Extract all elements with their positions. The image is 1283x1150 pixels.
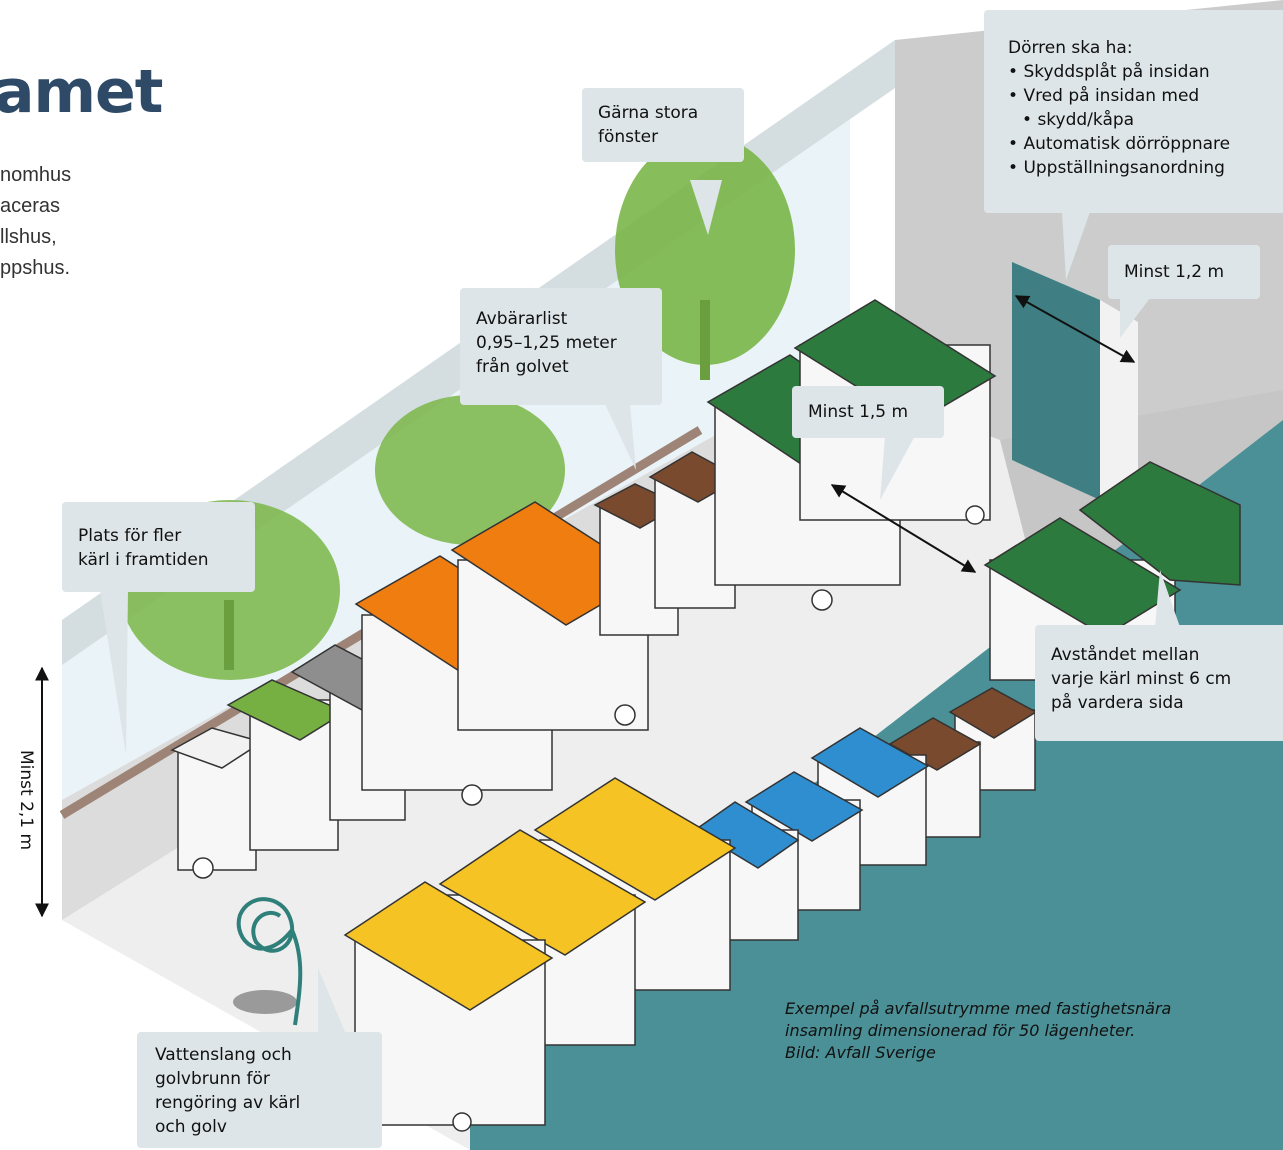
windows-callout: Gärna stora fönster — [582, 88, 744, 162]
door-width-label: Minst 1,2 m — [1124, 262, 1225, 282]
door-requirements-list: Skyddsplåt på insidan Vred på insidan me… — [1008, 60, 1273, 180]
bin-spacing-line: varje kärl minst 6 cm — [1051, 669, 1232, 689]
bin-spacing-line: Avståndet mellan — [1051, 645, 1200, 665]
rail-callout-line: Avbärarlist — [476, 309, 568, 329]
water-hose-icon — [236, 897, 303, 1026]
aisle-width-label: Minst 1,5 m — [808, 402, 909, 422]
bin-spacing-line: på vardera sida — [1051, 693, 1184, 713]
bin-light-green — [226, 679, 347, 851]
door-requirement-item: Uppställningsanordning — [1008, 156, 1273, 180]
hose-pointer — [318, 968, 345, 1032]
spacing-pointer — [1155, 570, 1180, 627]
hose-drain-line: Vattenslang och — [155, 1045, 292, 1065]
aisle-width-arrow — [830, 484, 977, 573]
future-bins-callout: Plats för fler kärl i framtiden — [62, 502, 255, 592]
intro-line: aceras — [0, 195, 61, 217]
future-pointer — [100, 590, 128, 755]
future-bins-line: Plats för fler — [78, 526, 182, 546]
floor-drain — [233, 990, 297, 1014]
hose-drain-line: och golv — [155, 1117, 227, 1137]
tree-middle — [375, 395, 565, 545]
hose-drain-line: golvbrunn för — [155, 1069, 270, 1089]
door-requirement-item: Skyddsplåt på insidan — [1008, 60, 1273, 84]
hose-drain-line: rengöring av kärl — [155, 1093, 301, 1113]
door-requirement-item: Automatisk dörröppnare — [1008, 132, 1273, 156]
page-heading: amet — [0, 57, 163, 127]
aisle-pointer — [880, 436, 915, 500]
caption-line: Exempel på avfallsutrymme med fastighets… — [785, 999, 1172, 1018]
image-caption: Exempel på avfallsutrymme med fastighets… — [785, 998, 1275, 1064]
door-requirement-item: skydd/kåpa — [1008, 108, 1273, 132]
door-requirement-text: skydd/kåpa — [1037, 110, 1135, 130]
intro-line: llshus, — [0, 226, 57, 248]
windows-pointer — [690, 180, 722, 235]
intro-text: nomhus aceras llshus, ppshus. — [0, 160, 140, 284]
caption-line: insamling dimensionerad för 50 lägenhete… — [785, 1021, 1136, 1040]
bin-yellow-3 — [343, 881, 554, 1132]
rail-callout-line: 0,95–1,25 meter — [476, 333, 617, 353]
rail-callout-line: från golvet — [476, 357, 569, 377]
rail-pointer — [605, 404, 636, 470]
door-requirements-title: Dörren ska ha: — [1008, 38, 1133, 58]
windows-callout-line: fönster — [598, 127, 659, 147]
intro-line: nomhus — [0, 164, 72, 186]
rail-callout: Avbärarlist 0,95–1,25 meter från golvet — [460, 288, 662, 405]
bin-spacing-callout: Avståndet mellan varje kärl minst 6 cm p… — [1035, 625, 1283, 741]
windows-callout-line: Gärna stora — [598, 103, 699, 123]
door — [1012, 262, 1100, 500]
future-bins-line: kärl i framtiden — [78, 550, 209, 570]
caption-line: Bild: Avfall Sverige — [785, 1043, 936, 1062]
bin-green-4 — [1078, 461, 1241, 586]
hose-drain-callout: Vattenslang och golvbrunn för rengöring … — [137, 1032, 382, 1148]
door-width-callout: Minst 1,2 m — [1108, 245, 1260, 299]
door-requirement-item: Vred på insidan med — [1008, 84, 1273, 108]
door-pointer — [1062, 212, 1090, 280]
aisle-width-callout: Minst 1,5 m — [792, 386, 944, 438]
height-label: Minst 2,1 m — [16, 749, 36, 851]
intro-line: ppshus. — [0, 257, 71, 279]
bin-white — [170, 727, 264, 879]
door-requirements-callout: Dörren ska ha: Skyddsplåt på insidan Vre… — [984, 10, 1283, 213]
door-width-arrow — [1014, 295, 1136, 363]
